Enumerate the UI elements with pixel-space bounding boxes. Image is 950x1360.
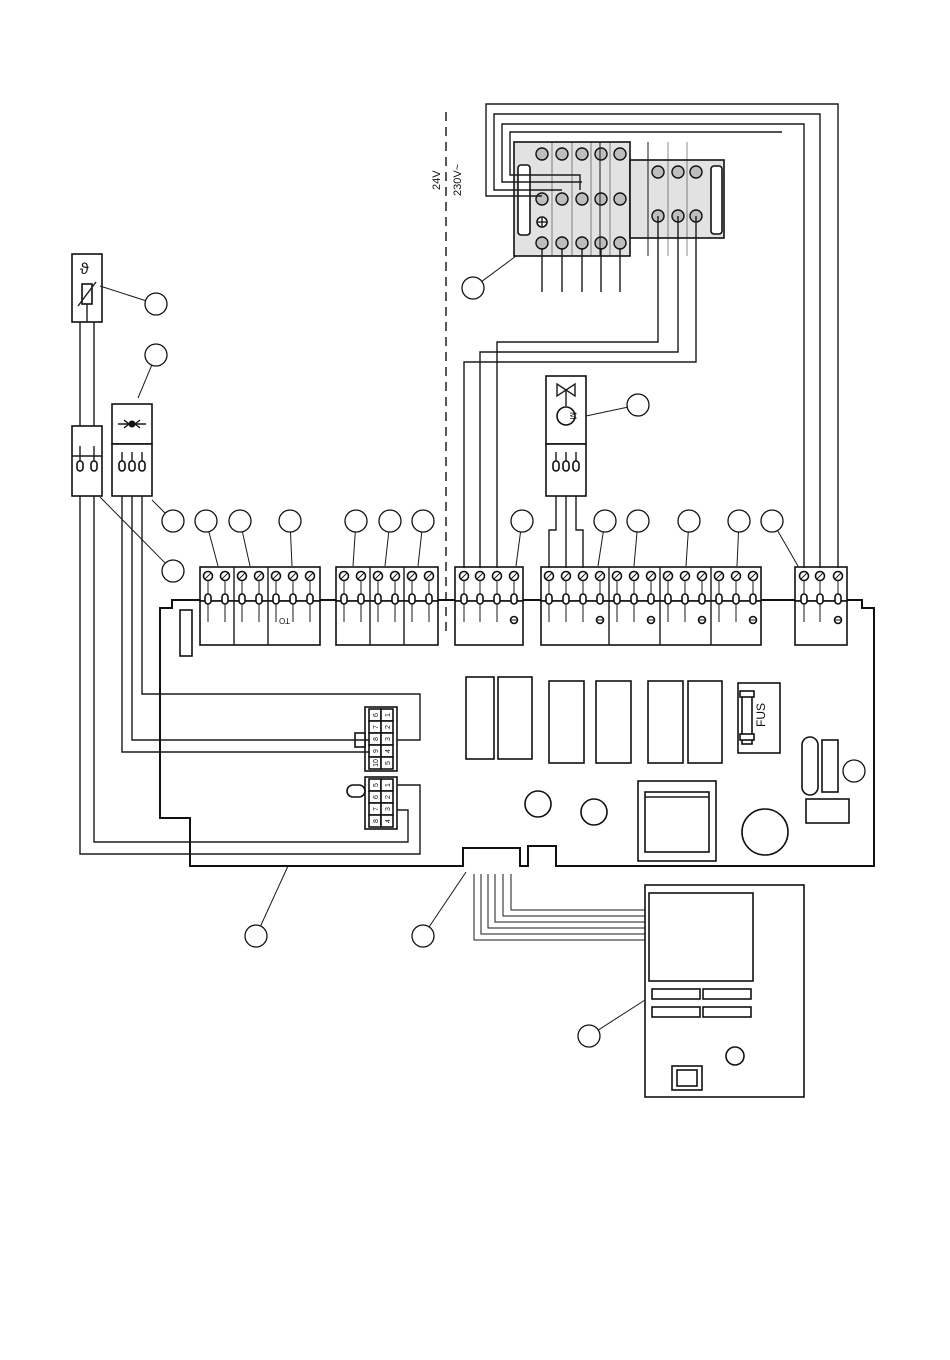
connector-upper: 6 1 7 2 8 3 9 4 10 5 [355, 707, 397, 771]
callout-circle [578, 1025, 600, 1047]
callout-circle [511, 510, 533, 532]
mains-terminal-screw [614, 193, 626, 205]
flow-sensor [112, 404, 152, 496]
svg-text:7: 7 [373, 807, 380, 811]
svg-text:8: 8 [373, 819, 380, 823]
mains-terminal-screw [595, 193, 607, 205]
mains-terminal-screw [576, 193, 588, 205]
temperature-sensor: ϑ [72, 254, 102, 322]
svg-text:7: 7 [373, 725, 380, 729]
callout-circle [245, 925, 267, 947]
mains-terminal-screw [576, 148, 588, 160]
theta-icon: ϑ [80, 261, 89, 278]
terminal-strip-center-left [336, 567, 438, 645]
display-screen [649, 893, 753, 981]
motor-label: M [568, 412, 578, 420]
mains-terminal-screw [595, 237, 607, 249]
terminal-code-label: TO [279, 616, 290, 625]
board-slot [180, 610, 192, 656]
callout-circle [145, 293, 167, 315]
callout-circle [761, 510, 783, 532]
svg-text:2: 2 [385, 725, 392, 729]
callout-circle [462, 277, 484, 299]
mains-terminal-screw [556, 148, 568, 160]
svg-text:5: 5 [385, 761, 392, 765]
control-knob-icon [726, 1047, 744, 1065]
svg-text:3: 3 [385, 807, 392, 811]
voltage-label-high: 230V~ [452, 164, 464, 196]
svg-text:4: 4 [385, 819, 392, 823]
svg-text:3: 3 [385, 737, 392, 741]
svg-text:6: 6 [373, 713, 380, 717]
motor-valve: M [546, 376, 586, 496]
svg-text:10: 10 [373, 759, 380, 767]
svg-text:1: 1 [385, 783, 392, 787]
connector-lower: 5 1 6 2 7 3 8 4 [347, 777, 397, 829]
svg-text:1: 1 [385, 713, 392, 717]
svg-text:5: 5 [373, 783, 380, 787]
svg-text:2: 2 [385, 795, 392, 799]
control-unit [645, 885, 804, 1097]
fuse-holder: FUS [738, 683, 780, 753]
callout-circle [162, 560, 184, 582]
callout-circle [412, 510, 434, 532]
transformer [638, 781, 716, 861]
voltage-label-low: 24V [431, 170, 443, 190]
mains-terminal-screw [536, 237, 548, 249]
callout-circle [843, 760, 865, 782]
callout-circle [229, 510, 251, 532]
mains-terminal-screw [556, 237, 568, 249]
svg-text:9: 9 [373, 749, 380, 753]
ribbon-cable [474, 874, 645, 940]
callout-circle [412, 925, 434, 947]
mains-terminal-screw [614, 237, 626, 249]
svg-text:4: 4 [385, 749, 392, 753]
callout-circle [195, 510, 217, 532]
mains-terminal-screw [614, 148, 626, 160]
callout-circle [627, 510, 649, 532]
relay-bank [466, 677, 722, 763]
fuse-label: FUS [754, 703, 768, 727]
callout-circle [379, 510, 401, 532]
mains-terminal-screw [595, 148, 607, 160]
mains-terminal-block [514, 142, 724, 256]
mains-terminal-screw [690, 166, 702, 178]
callout-circle [162, 510, 184, 532]
callout-circle [678, 510, 700, 532]
callout-circle [279, 510, 301, 532]
sensor-connector [72, 426, 102, 496]
callout-circle [345, 510, 367, 532]
mains-terminal-screw [672, 166, 684, 178]
svg-text:8: 8 [373, 737, 380, 741]
mains-terminal-screw [556, 193, 568, 205]
callout-circle [145, 344, 167, 366]
mains-terminal-screw [536, 148, 548, 160]
callout-circle [728, 510, 750, 532]
mains-terminal-screw [536, 193, 548, 205]
wiring-motor [549, 496, 583, 568]
callout-circle [627, 394, 649, 416]
svg-text:6: 6 [373, 795, 380, 799]
callout-circle [594, 510, 616, 532]
mains-terminal-screw [652, 166, 664, 178]
mains-terminal-screw [576, 237, 588, 249]
